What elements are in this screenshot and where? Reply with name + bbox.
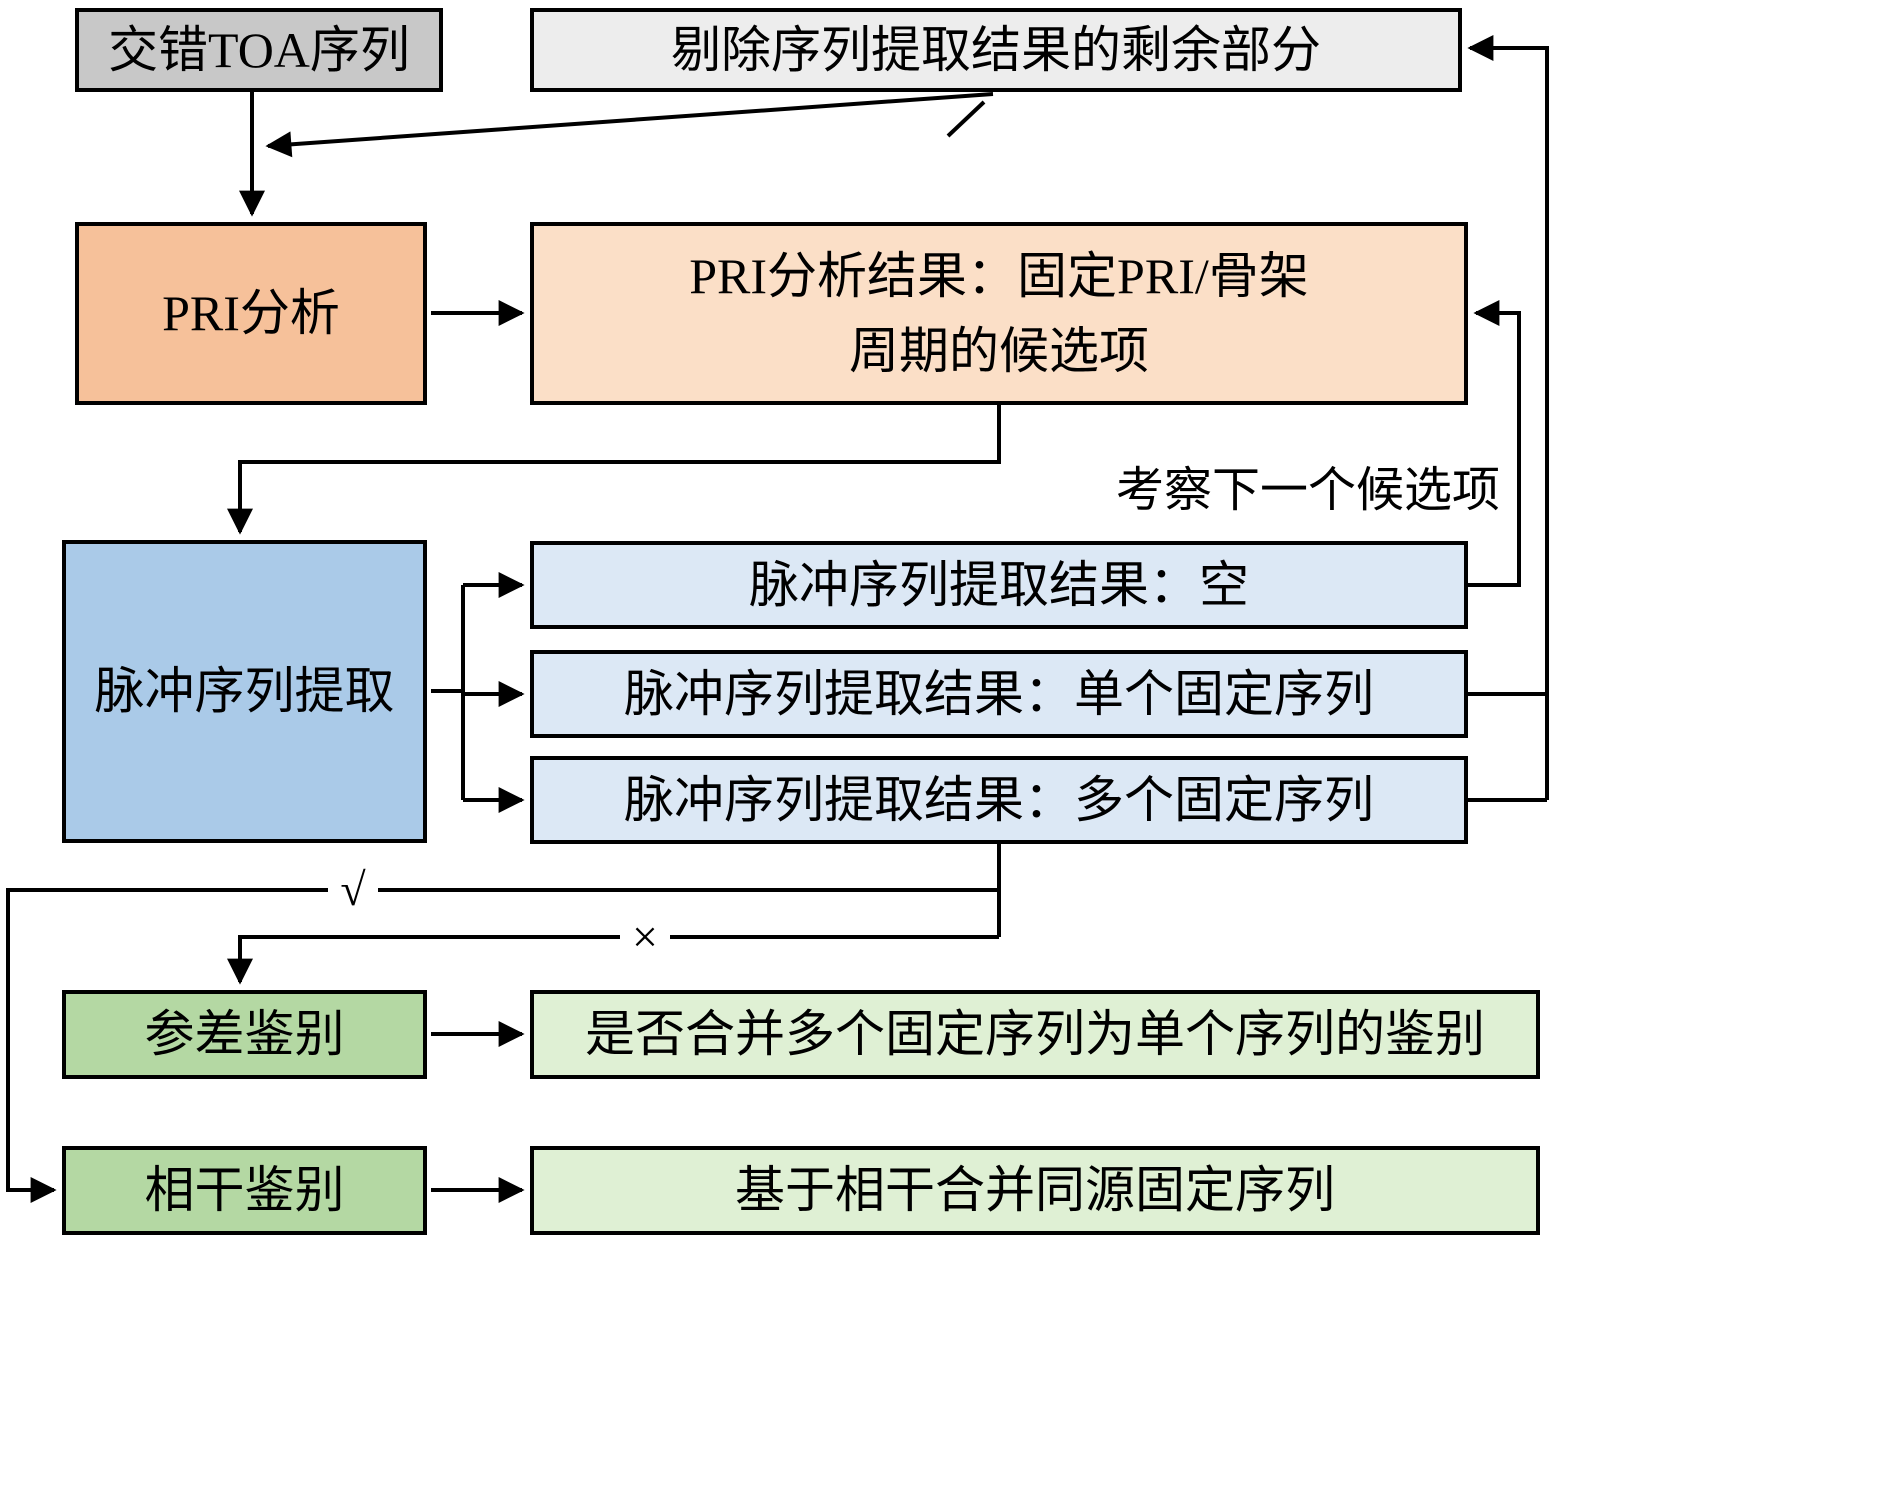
edge-pulse-branch-trunk	[431, 585, 465, 800]
edge-label-check-mark: √	[328, 864, 378, 916]
node-result-single: 脉冲序列提取结果：单个固定序列	[530, 650, 1468, 738]
edge-cross-to-stagger	[227, 935, 999, 985]
node-residual-removal: 剔除序列提取结果的剩余部分	[530, 8, 1462, 92]
edge-pri-result-to-pulse-extraction	[227, 405, 1001, 535]
edge-label-cross-mark: ×	[620, 911, 670, 963]
node-result-multiple: 脉冲序列提取结果：多个固定序列	[530, 756, 1468, 844]
node-label: 相干鉴别	[144, 1162, 345, 1218]
edge-residual-slash-mark	[946, 100, 986, 138]
node-result-empty: 脉冲序列提取结果：空	[530, 541, 1468, 629]
node-toa-sequence: 交错TOA序列	[75, 8, 443, 92]
node-stagger-discrimination: 参差鉴别	[62, 990, 427, 1079]
node-label: 是否合并多个固定序列为单个序列的鉴别	[585, 1006, 1485, 1062]
node-coherent-discrimination: 相干鉴别	[62, 1146, 427, 1235]
node-label: 基于相干合并同源固定序列	[735, 1162, 1335, 1218]
node-merge-discrimination: 是否合并多个固定序列为单个序列的鉴别	[530, 990, 1540, 1079]
node-pri-analysis: PRI分析	[75, 222, 427, 405]
edge-residual-to-join	[265, 92, 994, 158]
edge-single-multiple-to-residual	[1468, 48, 1549, 802]
edge-label-next-candidate: 考察下一个候选项	[1115, 464, 1500, 517]
node-label: 脉冲序列提取结果：多个固定序列	[624, 771, 1374, 828]
edge-check-to-coherent	[6, 888, 999, 1203]
node-label: 脉冲序列提取结果：空	[749, 556, 1249, 613]
node-label: 剔除序列提取结果的剩余部分	[671, 21, 1321, 78]
node-coherent-merge: 基于相干合并同源固定序列	[530, 1146, 1540, 1235]
node-label: PRI分析	[162, 285, 340, 341]
node-label: 交错TOA序列	[108, 21, 410, 78]
node-label: 脉冲序列提取结果：单个固定序列	[624, 665, 1374, 722]
node-label: PRI分析结果：固定PRI/骨架 周期的候选项	[689, 247, 1309, 379]
node-pulse-extraction: 脉冲序列提取	[62, 540, 427, 843]
node-label: 脉冲序列提取	[94, 663, 395, 719]
node-pri-result: PRI分析结果：固定PRI/骨架 周期的候选项	[530, 222, 1468, 405]
node-label: 参差鉴别	[144, 1006, 345, 1062]
edge-empty-to-pri-result	[1468, 300, 1521, 587]
